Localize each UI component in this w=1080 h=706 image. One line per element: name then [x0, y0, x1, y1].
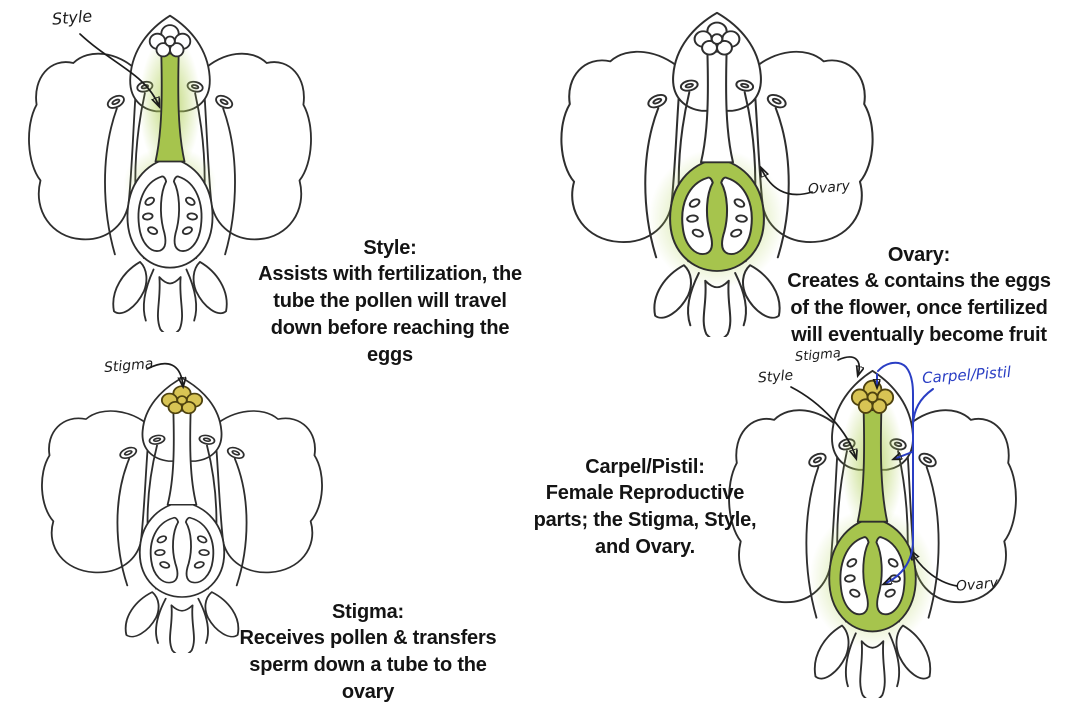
- carpel-caption-title: Carpel/Pistil:: [585, 455, 705, 478]
- flower-drawing-ovary-highlighted: [557, 7, 877, 337]
- stamen-filament: [805, 465, 820, 619]
- stigma-caption-body: Receives pollen & transfers sperm down a…: [239, 627, 497, 703]
- ovary-caption: Ovary: Creates & contains the eggs of the…: [769, 188, 1069, 349]
- sepal-line: [142, 268, 155, 322]
- stamen-filament: [233, 457, 248, 587]
- stigma-caption: Stigma: Receives pollen & transfers sperm…: [228, 545, 508, 706]
- ovules: [142, 196, 198, 235]
- ovules: [686, 198, 748, 238]
- sepal-line: [185, 268, 198, 322]
- style-column: [699, 50, 735, 164]
- stigma-lobes: [160, 385, 204, 415]
- sepal-left: [112, 261, 148, 315]
- sepal-line: [844, 632, 857, 688]
- stigma-lobes: [693, 21, 741, 56]
- carpel-caption: Carpel/Pistil: Female Reproductive parts;…: [515, 400, 775, 561]
- ovules: [154, 535, 210, 569]
- receptacle-stem: [169, 604, 195, 653]
- style-caption-title: Style:: [363, 236, 417, 259]
- flower-drawing-style-highlighted: [25, 10, 315, 332]
- sepal-right: [192, 261, 228, 315]
- stamen-filament: [222, 107, 236, 256]
- stamen-filament: [116, 457, 131, 587]
- sepal-line: [888, 632, 901, 688]
- carpel-caption-body: Female Reproductive parts; the Stigma, S…: [533, 482, 757, 558]
- receptacle-stem: [702, 279, 732, 337]
- style-column: [154, 52, 186, 163]
- sepal-right: [742, 264, 781, 319]
- stamen-filament: [644, 107, 660, 259]
- style-caption-body: Assists with fertilization, the tube the…: [258, 263, 522, 366]
- anthers: [647, 79, 787, 109]
- sepal-left: [124, 591, 160, 638]
- style-handwritten-label: Style: [51, 6, 93, 29]
- carpel-stigma-handwritten-label: Stigma: [794, 346, 842, 365]
- flower-drawing-stigma-highlighted: [38, 373, 326, 653]
- anthers: [119, 434, 245, 459]
- sepal-line: [687, 272, 700, 327]
- sepal-right: [895, 624, 932, 680]
- sepal-line: [734, 272, 747, 327]
- carpel-style-handwritten-label: Style: [757, 367, 794, 387]
- style-caption: Style: Assists with fertilization, the tu…: [245, 181, 535, 369]
- stigma-caption-title: Stigma:: [332, 600, 404, 623]
- sepal-right: [204, 591, 240, 638]
- receptacle-stem: [859, 640, 886, 698]
- stamen-filament: [925, 465, 940, 619]
- style-column: [166, 410, 198, 506]
- stamen-filament: [104, 107, 118, 256]
- sepal-left: [653, 264, 692, 319]
- sepal-left: [813, 624, 850, 680]
- ovary-caption-title: Ovary:: [887, 243, 951, 266]
- sepal-line: [197, 597, 209, 644]
- sepal-line: [155, 597, 167, 644]
- receptacle-stem: [157, 276, 183, 332]
- ovary-caption-body: Creates & contains the eggs of the flowe…: [787, 270, 1051, 346]
